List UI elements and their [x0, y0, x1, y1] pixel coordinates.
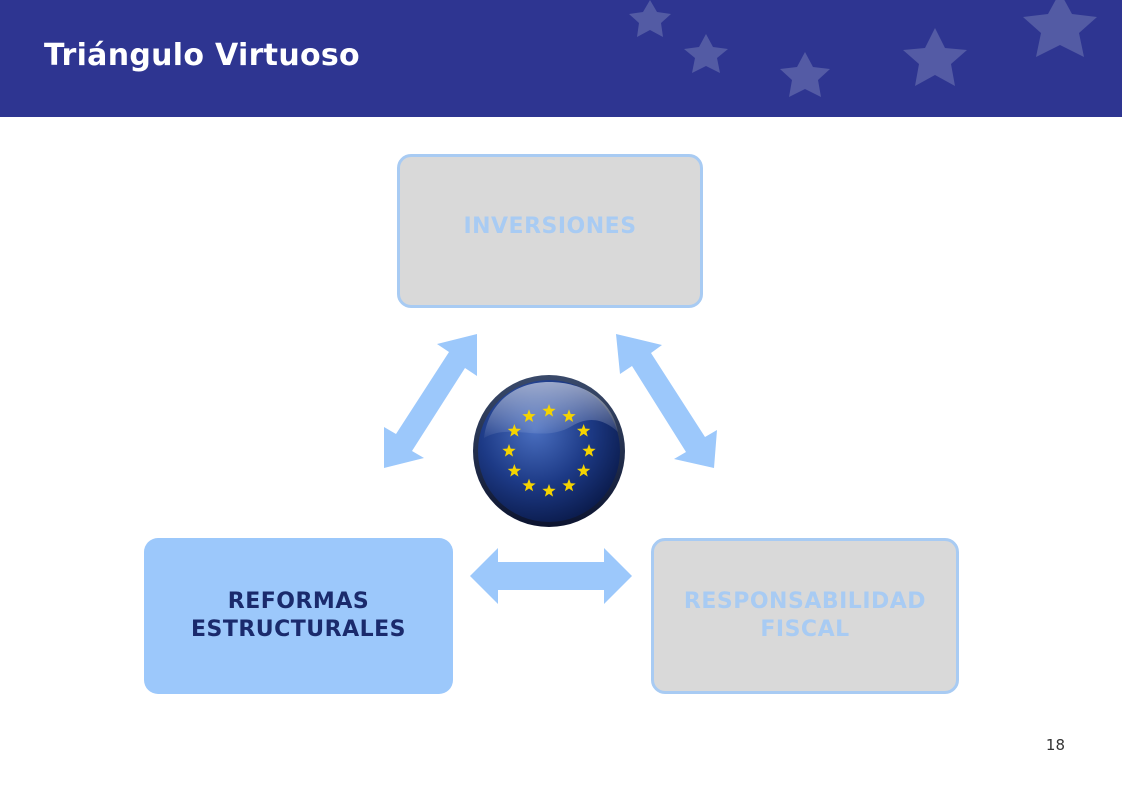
node-inversiones-label: INVERSIONES	[463, 214, 637, 239]
eu-star-icon	[562, 409, 576, 423]
eu-star-icon	[522, 409, 536, 423]
header-star-icon	[780, 52, 830, 97]
header-star-icon	[684, 34, 728, 73]
arrow-reformas-responsabilidad	[470, 548, 632, 604]
eu-star-icon	[576, 464, 591, 477]
eu-star-icon	[542, 484, 556, 497]
eu-star-icon	[542, 404, 556, 417]
eu-star-icon	[522, 478, 536, 492]
arrow-inversiones-responsabilidad	[616, 334, 717, 468]
node-responsabilidad-fiscal: RESPONSABILIDAD FISCAL	[651, 538, 959, 694]
eu-flag-emblem-icon	[473, 375, 625, 527]
eu-star-icon	[502, 444, 516, 457]
eu-star-icon	[507, 464, 522, 477]
header-star-icon	[903, 28, 967, 86]
node-responsabilidad-label: RESPONSABILIDAD FISCAL	[683, 589, 927, 642]
eu-star-icon	[582, 444, 596, 457]
node-reformas-label: REFORMAS ESTRUCTURALES	[190, 589, 407, 642]
eu-star-icon	[507, 424, 522, 437]
node-inversiones: INVERSIONES	[397, 154, 703, 308]
header-star-icon	[1023, 0, 1097, 57]
arrow-inversiones-reformas	[384, 334, 477, 468]
header-stars-decoration	[629, 0, 1097, 97]
slide-title: Triángulo Virtuoso	[44, 38, 360, 73]
header-star-icon	[629, 0, 671, 37]
page-number: 18	[1045, 736, 1065, 754]
eu-star-icon	[562, 478, 576, 492]
header-banner: Triángulo Virtuoso	[0, 0, 1122, 117]
node-reformas-estructurales: REFORMAS ESTRUCTURALES	[144, 538, 453, 694]
eu-star-icon	[576, 424, 591, 437]
